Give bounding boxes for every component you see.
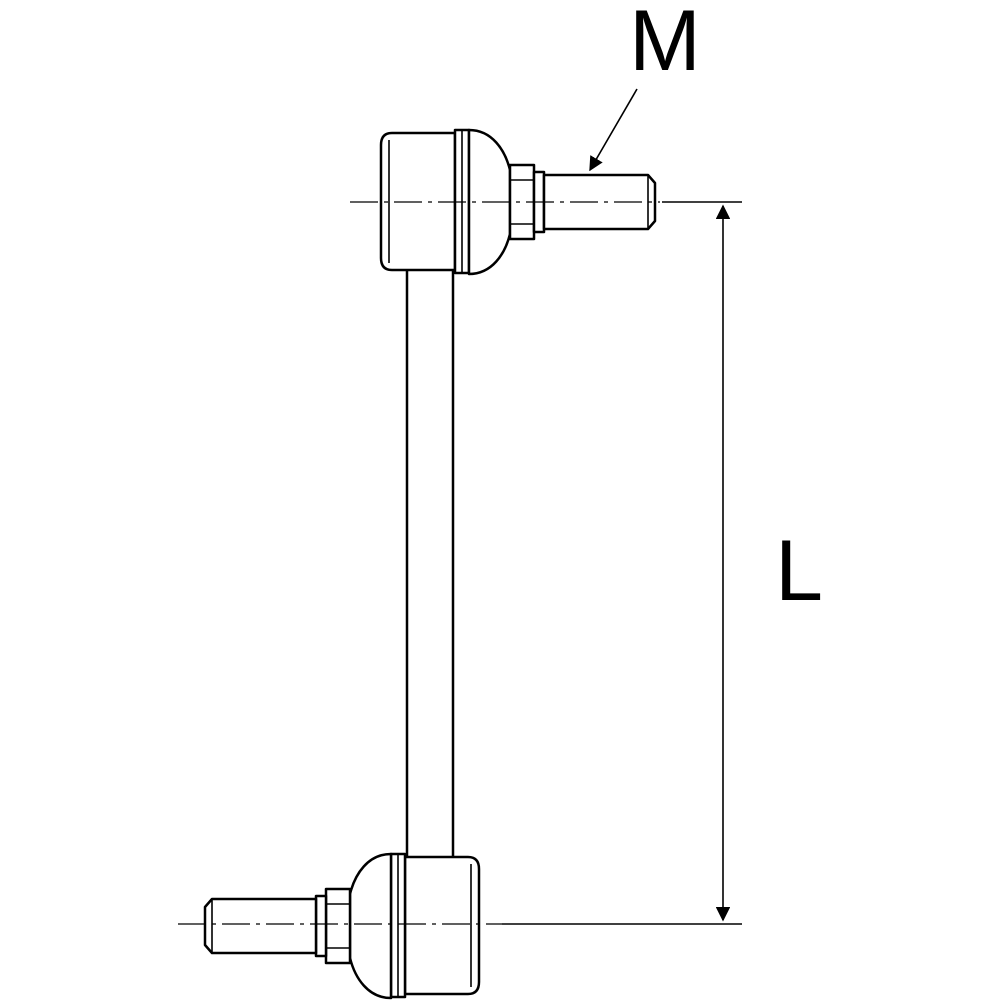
link-rod [405, 260, 455, 866]
bottom-joint-stud [203, 897, 318, 955]
bottom-joint-boot [348, 852, 393, 1000]
thread-label: M [629, 0, 701, 89]
thread-leader-line [589, 88, 638, 172]
bottom-ball-joint [203, 852, 481, 1000]
length-label: L [775, 523, 823, 619]
bottom-joint-housing [403, 855, 481, 996]
bottom-joint-nut [324, 887, 352, 965]
bottom-joint-washer [314, 894, 328, 958]
